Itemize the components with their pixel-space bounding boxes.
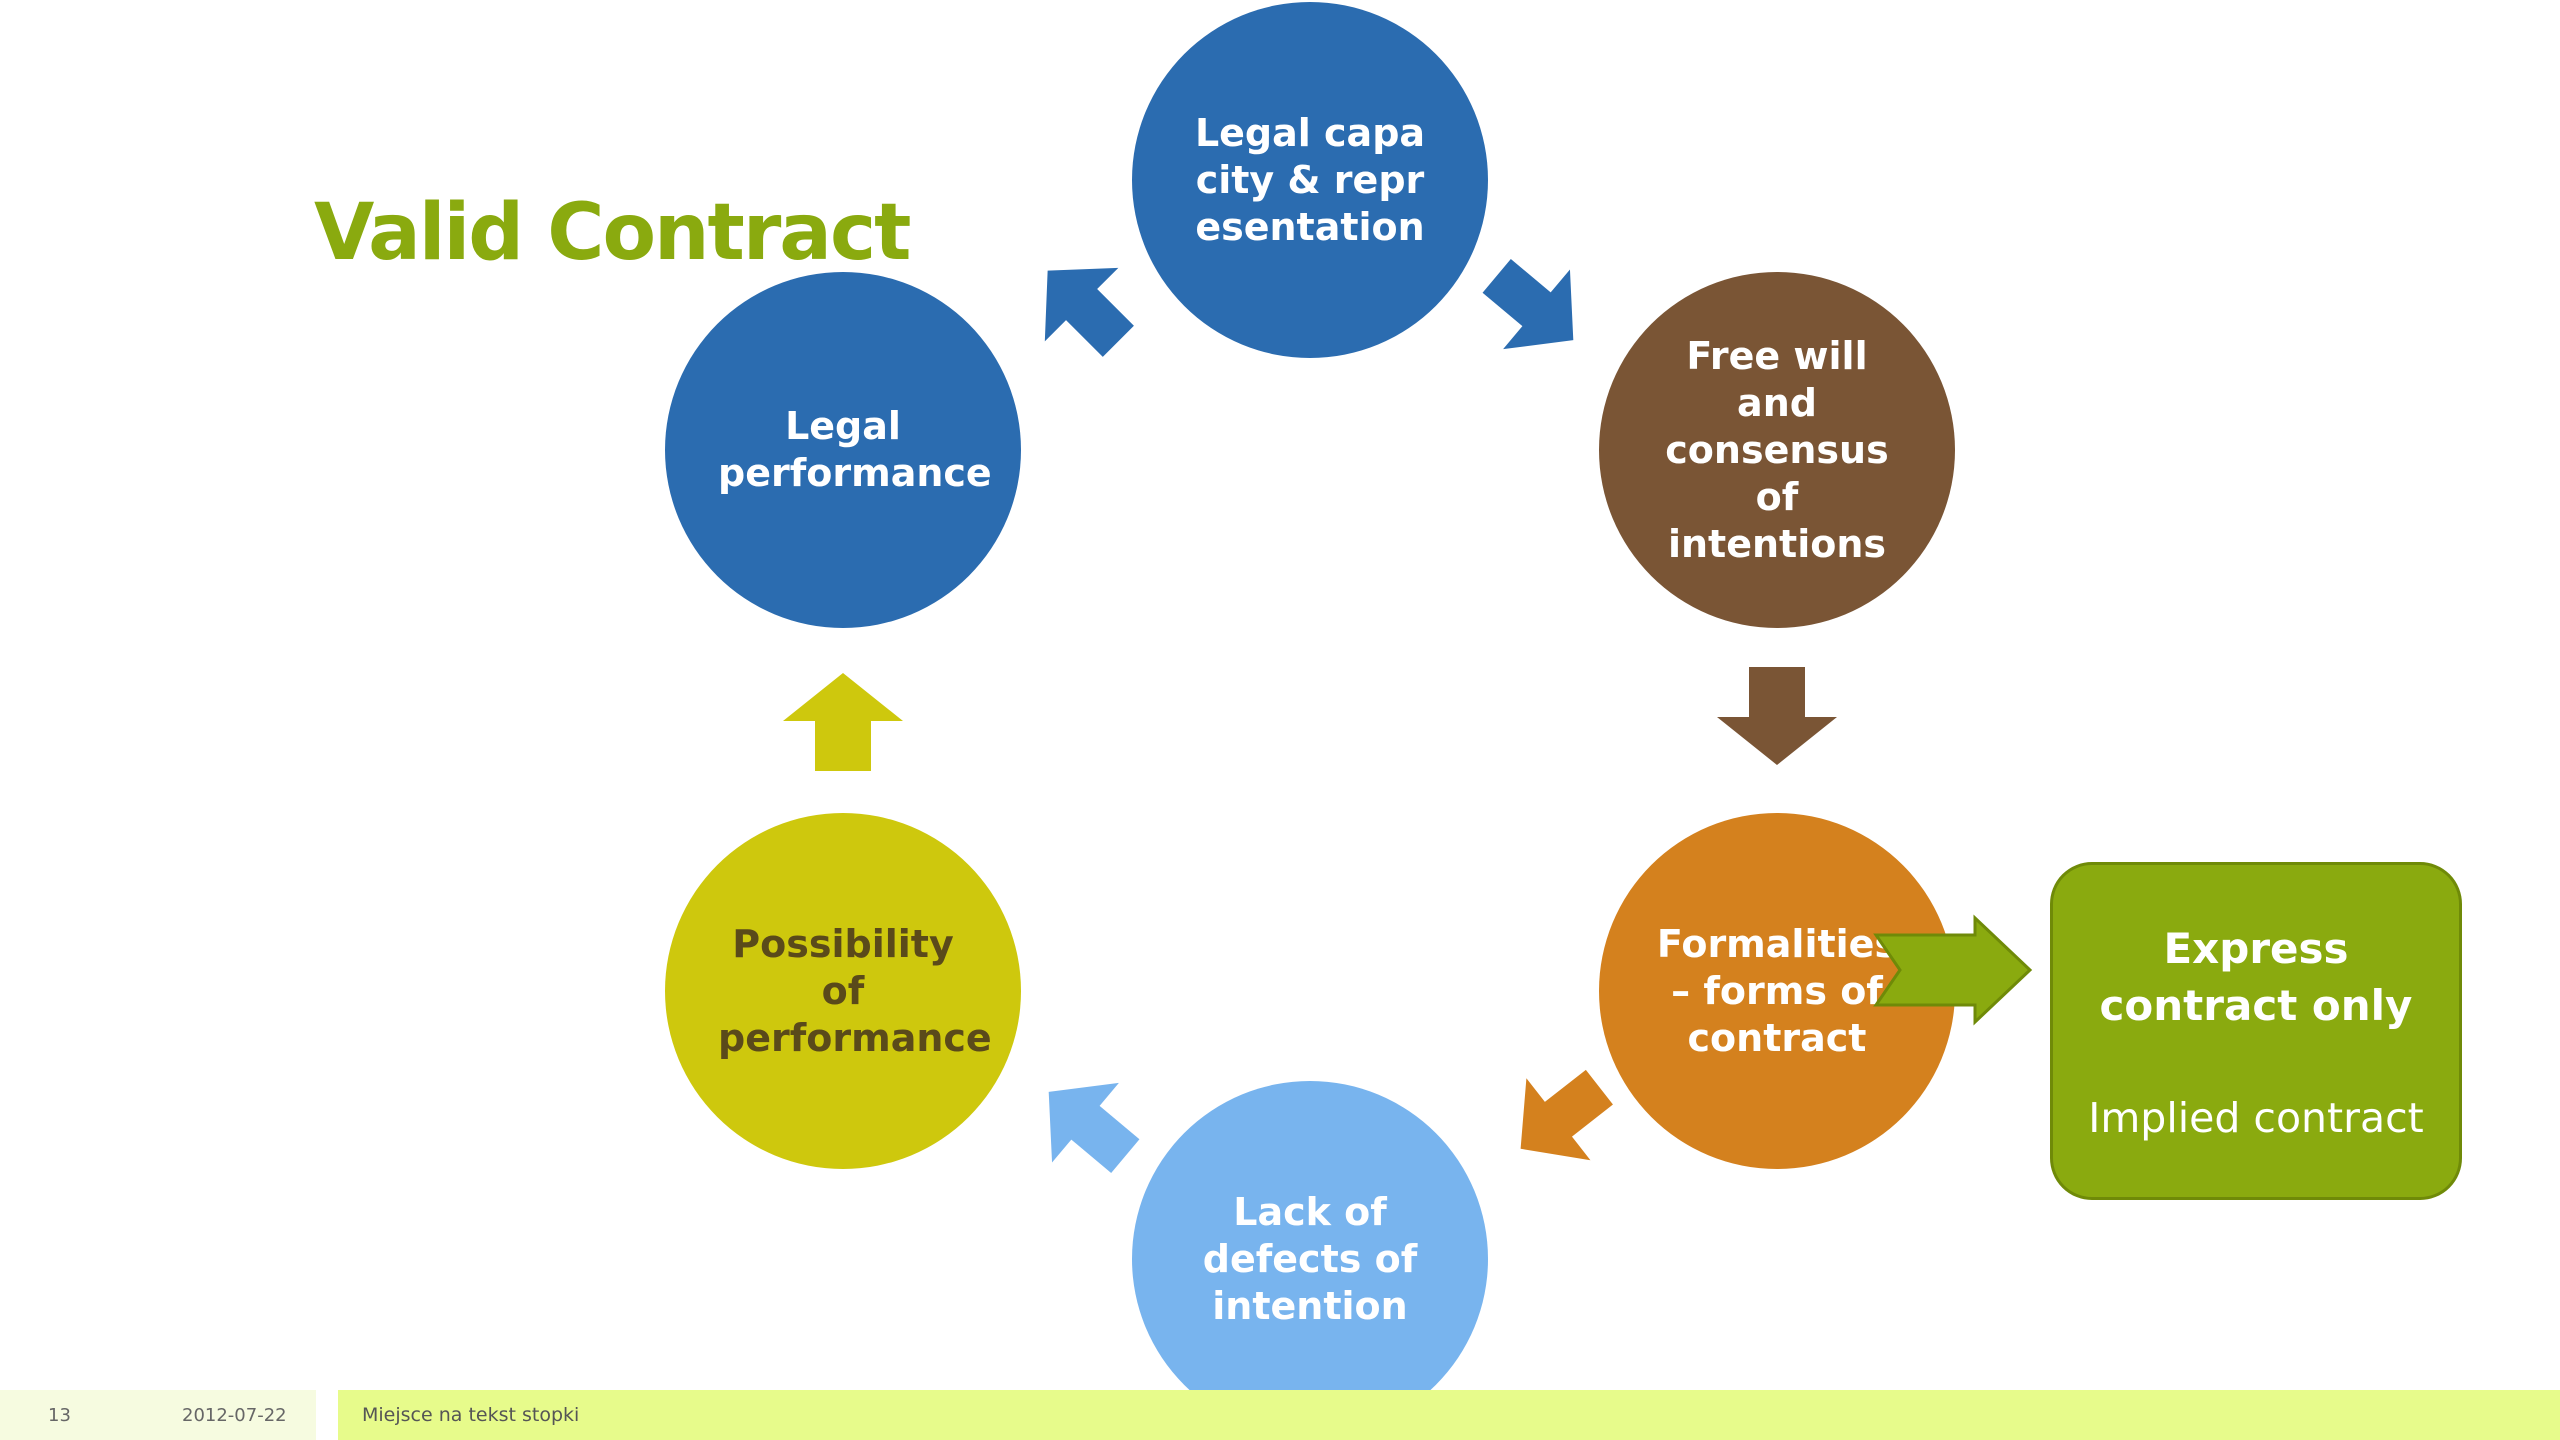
arrow-capacity-to-free-will: [1482, 259, 1574, 350]
node-legal-capacity: Legal capacity & representation: [1132, 2, 1488, 358]
node-formalities-label: Formalities – forms of contract: [1656, 921, 1898, 1060]
slide-title: Valid Contract: [314, 188, 911, 278]
slide-footer: 13 2012-07-22 Miejsce na tekst stopki: [0, 1390, 2560, 1440]
node-legal-performance-label: Legal performance: [718, 404, 992, 495]
node-free-will-label: Free will and consensus of intentions: [1665, 333, 1889, 566]
arrow-formalities-to-lack-of-defects: [1520, 1069, 1613, 1161]
arrow-possibility-to-performance: [783, 673, 903, 771]
footer-bar: [338, 1390, 2560, 1440]
node-legal-performance: Legal performance: [665, 272, 1021, 628]
node-possibility-of-performance-label: Possibility of performance: [718, 921, 992, 1060]
node-free-will: Free will and consensus of intentions: [1599, 272, 1955, 628]
express-contract-label: Express contract only: [2099, 924, 2413, 1030]
arrow-free-will-to-formalities: [1717, 667, 1837, 765]
node-possibility-of-performance: Possibility of performance: [665, 813, 1021, 1169]
footer-text: Miejsce na tekst stopki: [362, 1404, 580, 1426]
slide-number: 13: [48, 1405, 71, 1426]
arrow-lack-of-defects-to-possibility: [1048, 1082, 1140, 1173]
node-formalities: Formalities – forms of contract: [1599, 813, 1955, 1169]
implied-contract-label: Implied contract: [2088, 1094, 2424, 1142]
arrow-capacity-to-performance: [1044, 267, 1134, 357]
node-lack-of-defects: Lack of defects of intention: [1132, 1081, 1488, 1437]
node-lack-of-defects-label: Lack of defects of intention: [1202, 1189, 1418, 1328]
footer-left-panel: 13 2012-07-22: [0, 1390, 316, 1440]
footer-date: 2012-07-22: [182, 1405, 287, 1426]
contract-type-box: Express contract only Implied contract: [2050, 862, 2462, 1200]
node-legal-capacity-label: Legal capacity & representation: [1194, 110, 1426, 249]
